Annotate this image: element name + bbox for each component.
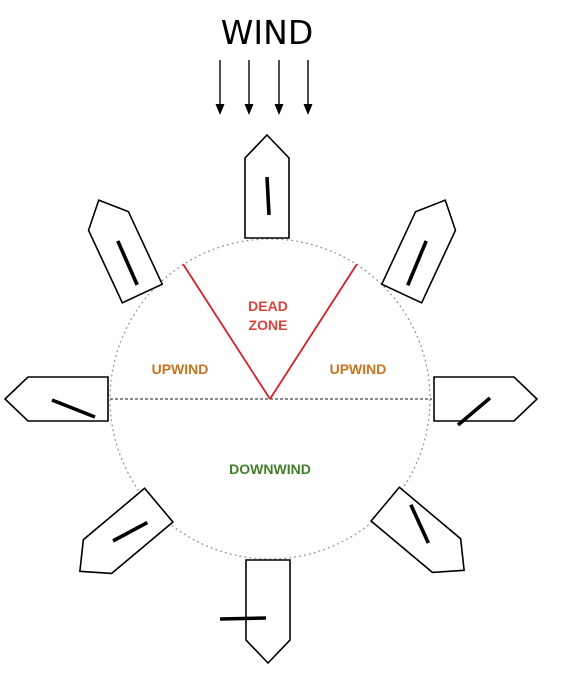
- boat-hull: [369, 486, 466, 574]
- dead-zone-label: ZONE: [249, 317, 288, 333]
- upwind-label-right: UPWIND: [330, 361, 387, 377]
- dead-zone-left-line: [182, 263, 271, 400]
- boat-hull: [245, 559, 291, 665]
- boat-sail: [406, 240, 428, 286]
- dead-zone-right-line: [269, 263, 358, 400]
- boat-sail: [219, 616, 267, 621]
- wind-arrow: [244, 60, 254, 115]
- boat-running: [219, 559, 291, 665]
- upwind-label-left: UPWIND: [152, 361, 209, 377]
- boat-close-hauled-starboard: [380, 199, 457, 304]
- boat-sail: [265, 176, 271, 216]
- downwind-label: DOWNWIND: [229, 461, 311, 477]
- boat-hull: [78, 487, 175, 575]
- boat-sail: [409, 503, 431, 544]
- boat-head-to-wind: [244, 133, 290, 239]
- boat-hull: [87, 199, 164, 304]
- boat-sail: [51, 398, 96, 419]
- boat-broad-reach-starboard: [369, 486, 466, 574]
- boat-sail: [112, 521, 149, 543]
- dead-zone-label: DEAD: [248, 298, 288, 314]
- wind-arrow: [215, 60, 225, 115]
- boat-hull: [433, 376, 539, 422]
- boat-hull: [380, 199, 457, 304]
- wind-arrows: [215, 60, 313, 115]
- boat-sail: [456, 396, 492, 427]
- boats: [3, 133, 539, 665]
- wind-title: WIND: [221, 13, 313, 52]
- wind-arrow: [303, 60, 313, 115]
- boat-hull: [3, 376, 109, 422]
- boat-sail: [116, 240, 139, 286]
- boat-close-hauled-port: [87, 199, 164, 304]
- wind-arrow: [274, 60, 284, 115]
- boat-beam-reach-starboard: [433, 376, 539, 427]
- boat-broad-reach-port: [78, 487, 175, 575]
- boat-beam-reach-port: [3, 376, 109, 422]
